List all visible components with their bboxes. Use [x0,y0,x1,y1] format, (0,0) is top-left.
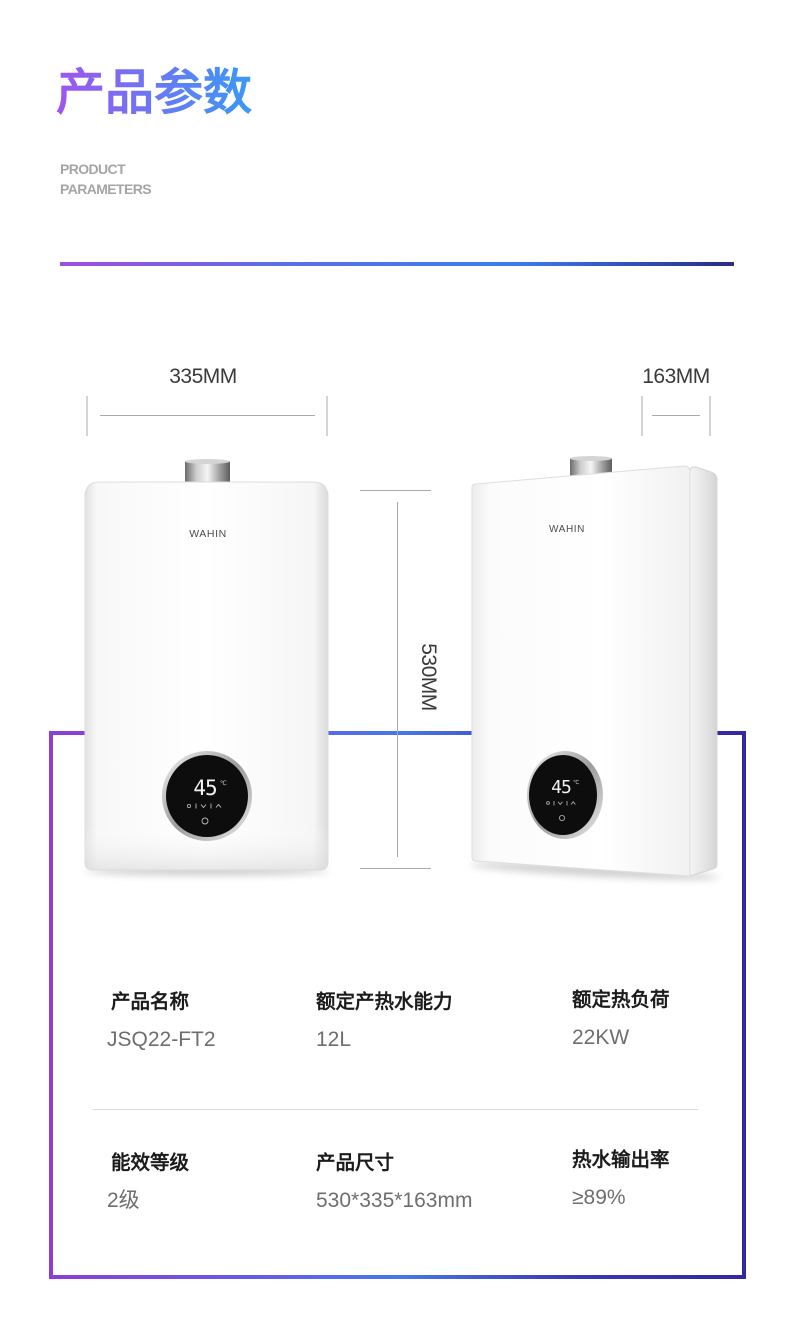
brand-logo: WAHIN [189,528,227,540]
height-dimension-label: 530MM [417,643,440,711]
heater-body-shade [85,482,328,870]
heater-side-panel [689,466,718,877]
spec-value: JSQ22-FT2 [107,1028,216,1051]
mode-icon [546,801,550,805]
exhaust-pipe-rim [570,456,612,461]
mode-icon [186,804,191,809]
spec-item-product-size: 产品尺寸 530*335*163mm [316,1151,472,1213]
spec-label: 产品名称 [111,991,190,1013]
display-screen [166,755,248,837]
spec-value: 12L [316,1028,352,1051]
up-arrow-icon [215,803,222,808]
header-gradient-rule [60,262,734,266]
spec-label: 热水输出率 [572,1149,670,1171]
spec-item-product-name: 产品名称 JSQ22-FT2 [107,990,216,1052]
spec-label: 额定热负荷 [572,989,670,1011]
spec-value: 22KW [572,1026,630,1049]
subtitle-line-2: PARAMETERS [60,181,152,197]
spec-label: 能效等级 [111,1152,190,1174]
depth-dimension-label: 163MM [642,365,710,388]
spec-value: 530*335*163mm [316,1189,473,1212]
down-arrow-icon [557,801,563,806]
depth-dimension [641,396,711,436]
control-display: 45 ℃ [527,751,603,839]
subtitle-line-1: PRODUCT [60,161,126,177]
angled-view-heater: WAHIN 45 ℃ [470,456,720,880]
page-subtitle: PRODUCT PARAMETERS [60,159,152,199]
power-icon [201,817,209,825]
product-illustration: WAHIN 45 ℃ WAHIN [84,396,720,880]
height-dimension [360,490,431,869]
brand-logo: WAHIN [549,524,585,535]
spec-item-hot-water-output-rate: 热水输出率 ≥89% [572,1148,670,1210]
spec-item-efficiency-grade: 能效等级 2级 [107,1151,190,1213]
spec-item-hot-water-capacity: 额定产热水能力 12L [316,990,453,1052]
heater-shadow [470,862,720,880]
display-temperature: 45 [193,776,216,800]
exhaust-pipe-rim [185,459,230,464]
heater-body [471,465,691,877]
width-dimension [86,396,328,436]
front-view-heater: WAHIN 45 ℃ [84,459,329,875]
spec-value: 2级 [107,1189,140,1212]
spec-label: 产品尺寸 [316,1152,395,1174]
display-unit: ℃ [573,779,579,786]
display-temperature: 45 [551,777,571,798]
up-arrow-icon [570,801,576,805]
down-arrow-icon [200,804,207,809]
display-unit: ℃ [220,780,227,787]
control-display: 45 ℃ [162,751,252,841]
spec-divider [93,1109,698,1110]
display-screen [529,755,597,835]
spec-item-rated-heat-load: 额定热负荷 22KW [572,988,670,1050]
page-title: 产品参数 [56,66,253,120]
spec-value: ≥89% [572,1186,626,1209]
spec-table: 产品名称 JSQ22-FT2 额定产热水能力 12L 额定热负荷 22KW 能效… [0,960,790,1240]
width-dimension-label: 335MM [169,365,237,388]
spec-label: 额定产热水能力 [316,991,453,1013]
power-icon [559,815,566,822]
